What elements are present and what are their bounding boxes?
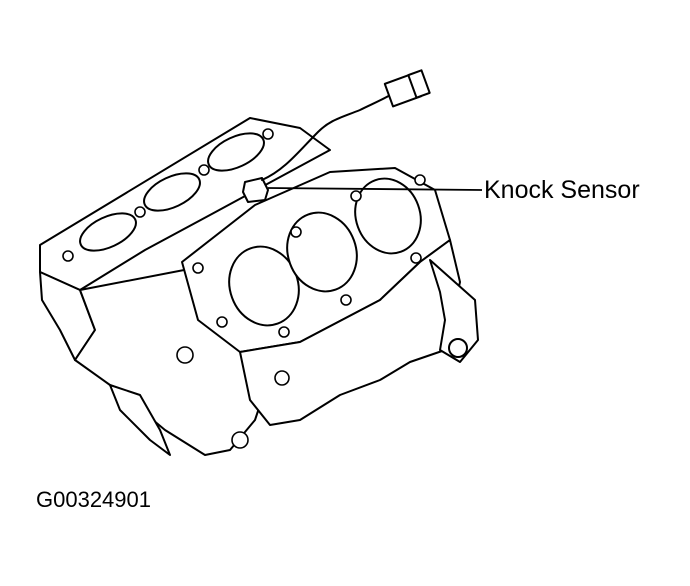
left-bore-2 — [143, 172, 201, 212]
right-bore-3 — [354, 177, 422, 255]
left-bore-1 — [79, 212, 137, 252]
knock-sensor-label: Knock Sensor — [484, 176, 640, 204]
right-bore-2 — [286, 211, 358, 293]
knock-sensor-wire — [261, 93, 393, 181]
knock-sensor-connector-lock — [407, 69, 431, 99]
mount-boss — [429, 259, 479, 363]
callout-leader-line — [267, 187, 483, 191]
crankcase-skirt — [109, 384, 171, 456]
mount-boss-hole — [448, 338, 468, 358]
left-bore-3 — [207, 132, 265, 172]
block-front-face — [239, 239, 461, 426]
figure-id: G00324901 — [36, 487, 151, 512]
knock-sensor-body — [242, 177, 269, 203]
